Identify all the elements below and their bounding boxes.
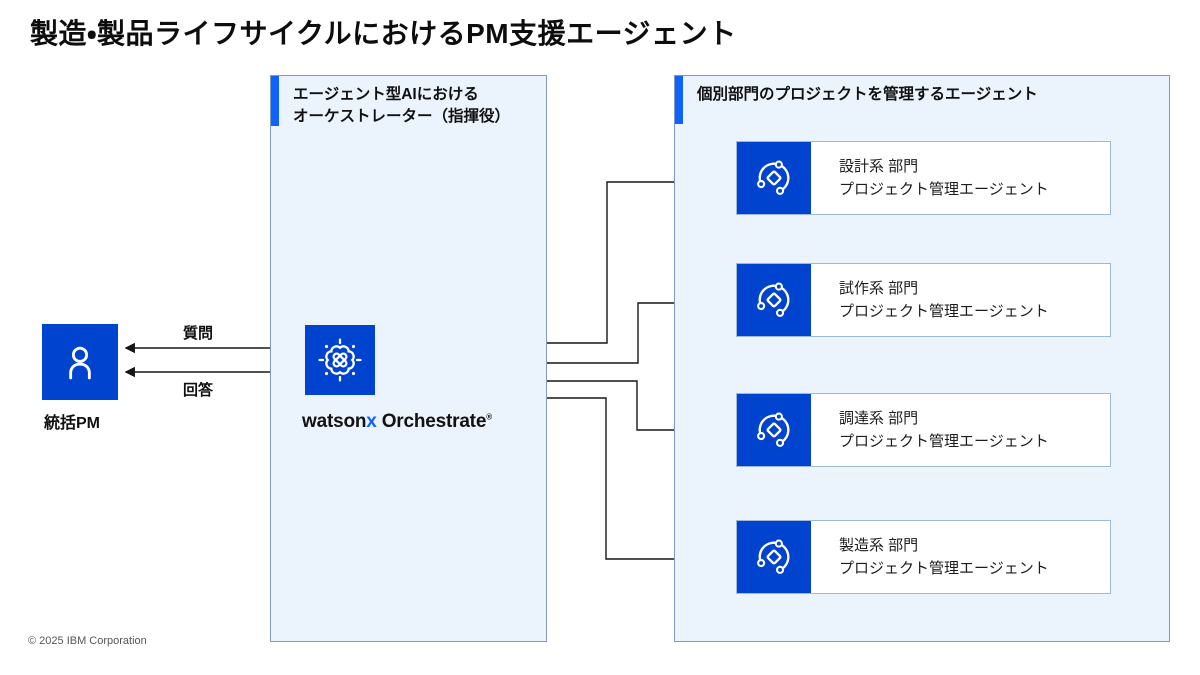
agent-card-text: 設計系 部門 プロジェクト管理エージェント (811, 142, 1110, 214)
trademark-symbol: ® (486, 412, 492, 422)
agents-panel-header: 個別部門のプロジェクトを管理するエージェント (697, 86, 1038, 103)
brand-watson: watson (302, 411, 367, 432)
agent-icon-cell (737, 394, 811, 466)
watsonx-orchestrate-label: watsonx Orchestrate® (302, 411, 492, 433)
agent-card-procurement: 調達系 部門 プロジェクト管理エージェント (736, 393, 1111, 467)
orchestrator-header-line2: オーケストレーター（指揮役） (293, 107, 511, 125)
orchestrator-panel-header: エージェント型AIにおける オーケストレーター（指揮役） (293, 84, 510, 127)
agent-card-design: 設計系 部門 プロジェクト管理エージェント (736, 141, 1111, 215)
supervising-pm-box (42, 324, 118, 400)
accent-bar (271, 76, 279, 126)
agent-role-label: プロジェクト管理エージェント (839, 303, 1049, 320)
agent-role-label: プロジェクト管理エージェント (839, 181, 1049, 198)
supervising-pm-label: 統括PM (44, 415, 101, 432)
watsonx-orchestrate-icon (317, 337, 363, 383)
agent-card-text: 調達系 部門 プロジェクト管理エージェント (811, 394, 1110, 466)
ai-agent-icon (753, 279, 795, 321)
question-label: 質問 (182, 325, 213, 342)
answer-label: 回答 (182, 382, 213, 399)
agent-icon-cell (737, 142, 811, 214)
ai-agent-icon (753, 157, 795, 199)
accent-bar (675, 76, 683, 124)
agent-dept-label: 調達系 部門 (839, 409, 919, 427)
user-icon (57, 339, 103, 385)
agent-card-prototype: 試作系 部門 プロジェクト管理エージェント (736, 263, 1111, 337)
agent-card-manufacturing: 製造系 部門 プロジェクト管理エージェント (736, 520, 1111, 594)
brand-x: x (366, 411, 377, 432)
agent-dept-label: 試作系 部門 (839, 279, 919, 297)
brand-orchestrate: Orchestrate (376, 411, 487, 432)
page-title: 製造・製品ライフサイクルにおけるPM支援エージェント (30, 18, 737, 49)
agent-icon-cell (737, 264, 811, 336)
agent-dept-label: 設計系 部門 (839, 157, 919, 175)
orchestrator-header-line1: エージェント型AIにおける (293, 86, 479, 103)
copyright-notice: © 2025 IBM Corporation (28, 635, 147, 647)
agent-card-text: 試作系 部門 プロジェクト管理エージェント (811, 264, 1110, 336)
watsonx-orchestrate-box (305, 325, 375, 395)
agent-card-text: 製造系 部門 プロジェクト管理エージェント (811, 521, 1110, 593)
agent-role-label: プロジェクト管理エージェント (839, 433, 1049, 450)
agent-icon-cell (737, 521, 811, 593)
agent-dept-label: 製造系 部門 (839, 536, 919, 554)
agent-role-label: プロジェクト管理エージェント (839, 560, 1049, 577)
ai-agent-icon (753, 536, 795, 578)
ai-agent-icon (753, 409, 795, 451)
